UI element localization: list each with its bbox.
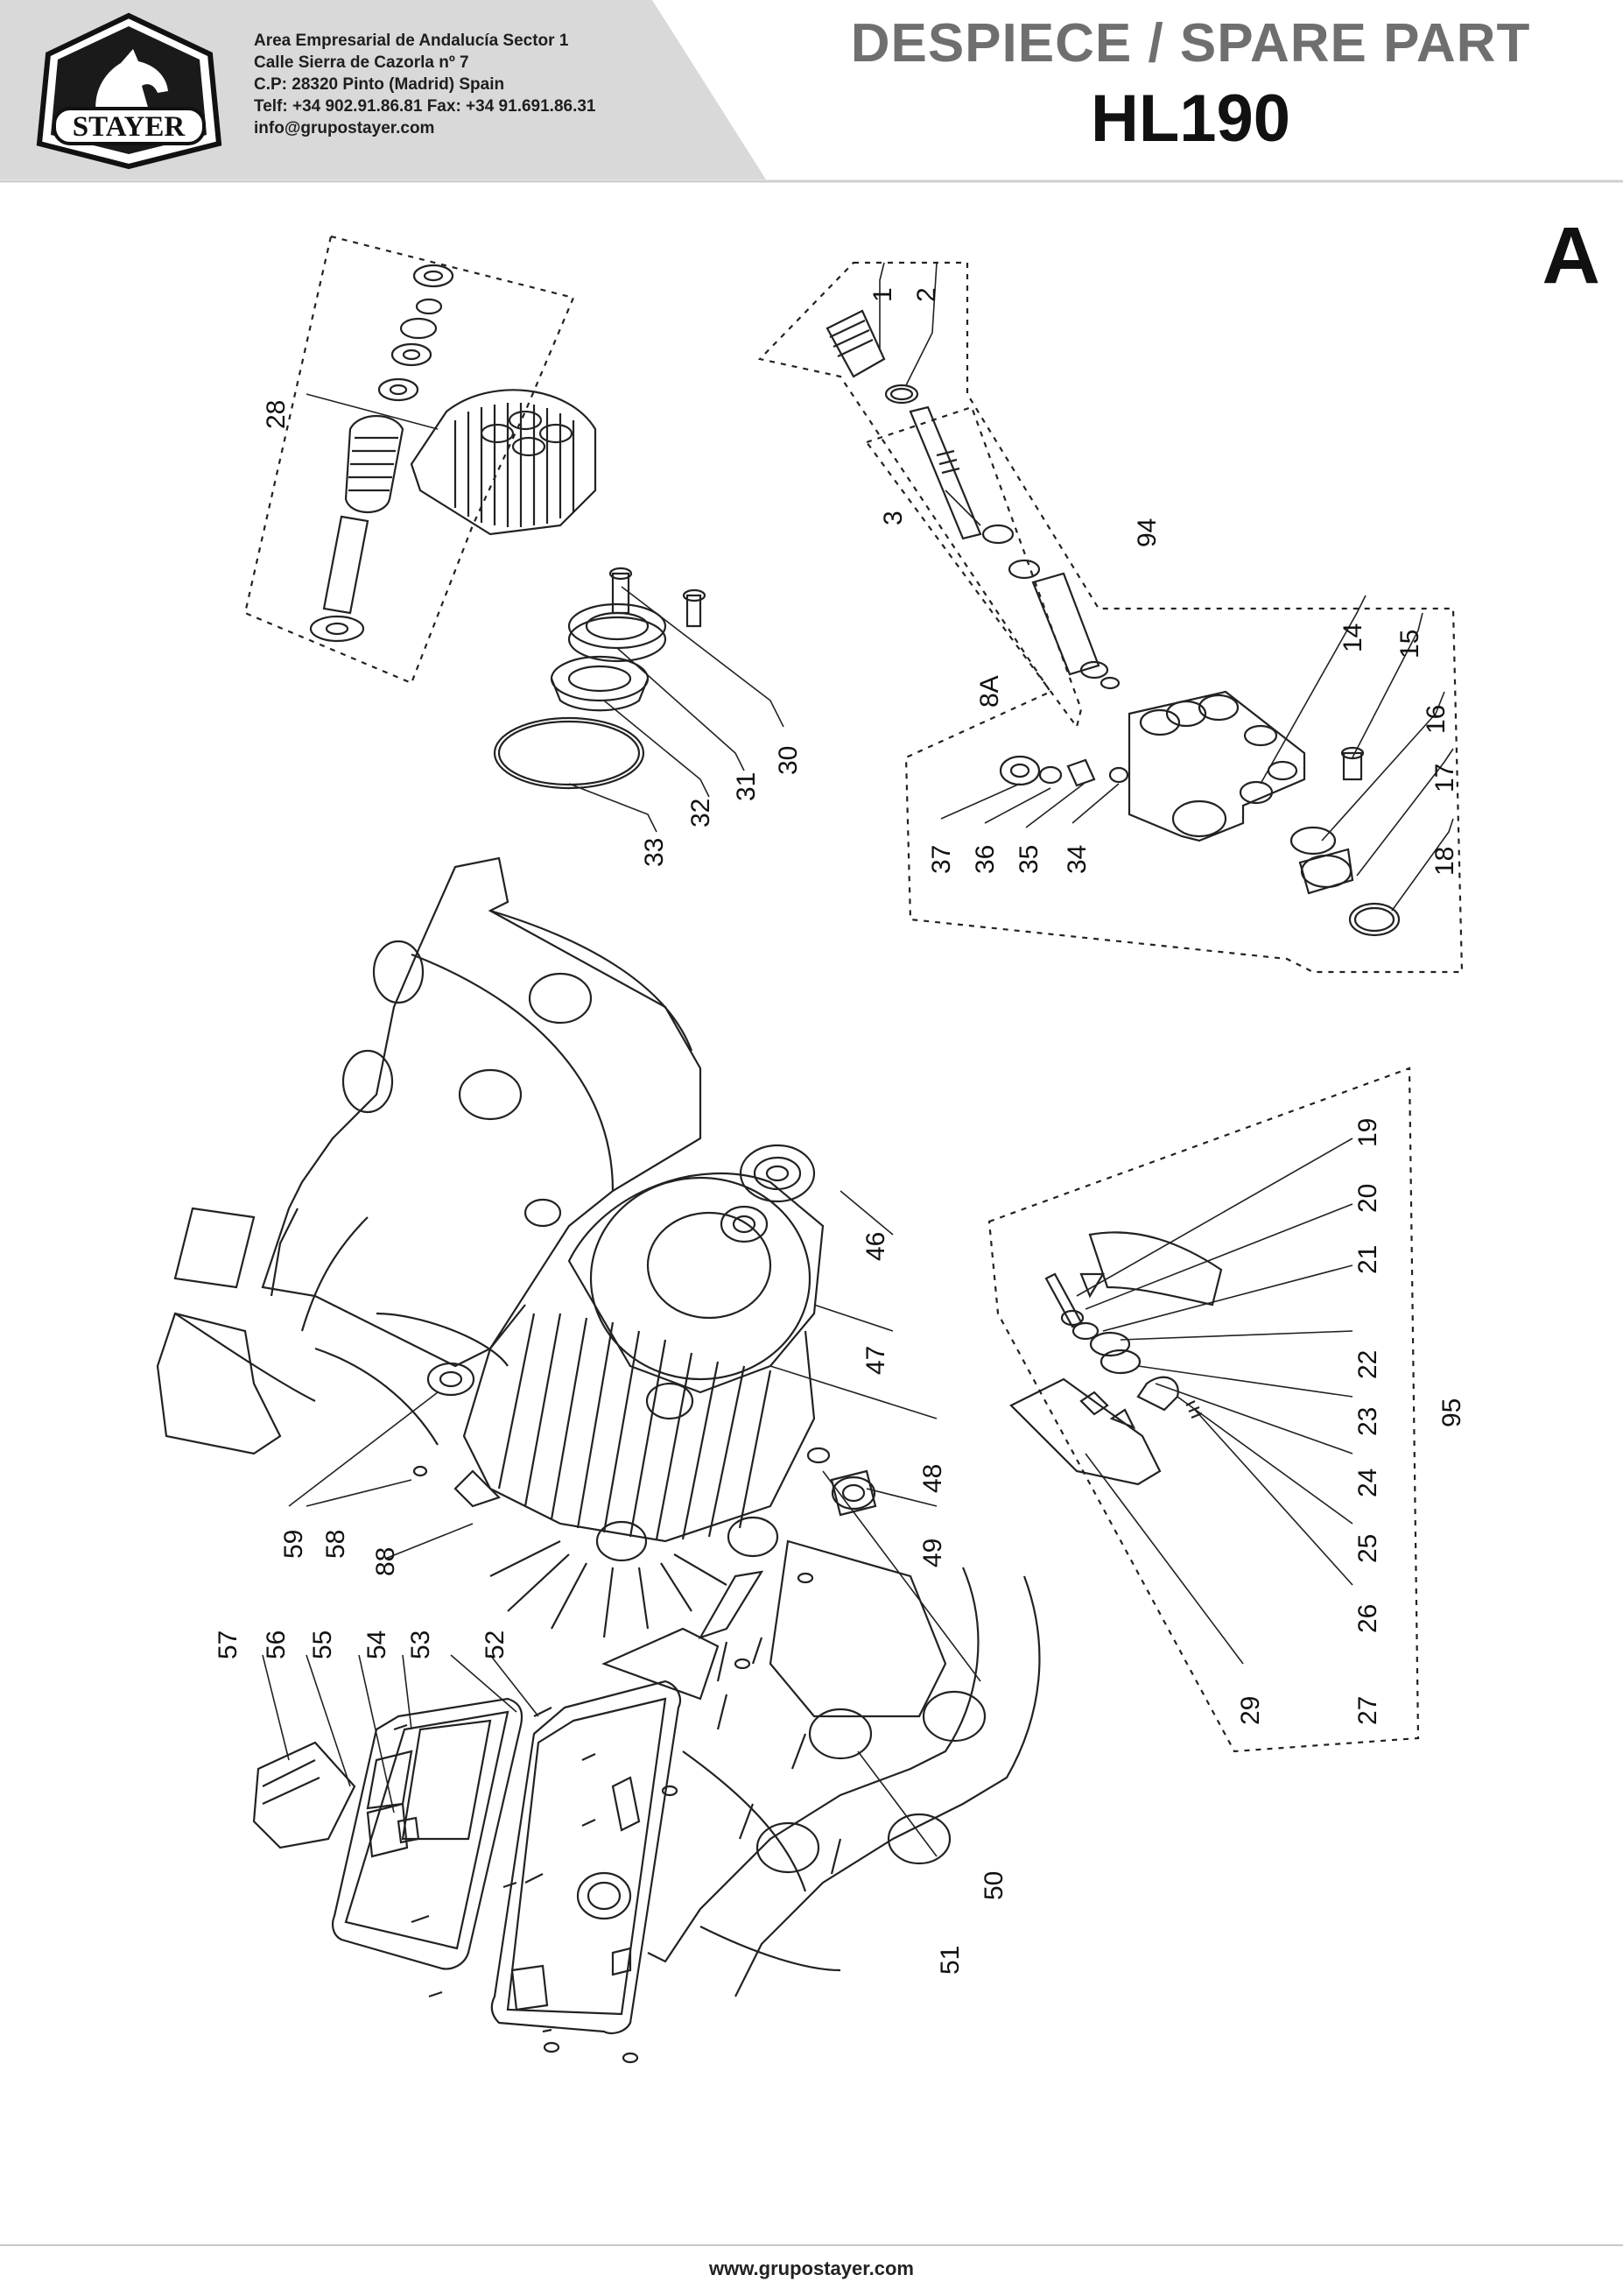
part-label-53: 53 (406, 1630, 435, 1659)
part-label-58: 58 (321, 1530, 350, 1559)
email-link[interactable]: info@grupostayer.com (254, 119, 435, 137)
part-label-55: 55 (308, 1630, 337, 1659)
part-label-88: 88 (371, 1547, 400, 1576)
part-label-94: 94 (1133, 518, 1162, 547)
address-line: Area Empresarial de Andalucía Sector 1 (254, 32, 569, 50)
address-line: Calle Sierra de Cazorla nº 7 (254, 53, 469, 72)
part-label-19: 19 (1353, 1118, 1382, 1147)
part-label-8a: 8A (975, 675, 1004, 708)
group-94-boundary (757, 261, 1464, 974)
part-label-3: 3 (879, 511, 908, 525)
part-label-30: 30 (774, 746, 803, 775)
brand-text: STAYER (73, 111, 186, 143)
part-label-14: 14 (1338, 623, 1367, 652)
part-label-57: 57 (214, 1630, 242, 1659)
address-line: Telf: +34 902.91.86.81 Fax: +34 91.691.8… (254, 97, 596, 116)
part-label-29: 29 (1236, 1696, 1265, 1725)
part-label-50: 50 (980, 1871, 1008, 1900)
part-label-36: 36 (971, 845, 1000, 874)
part-label-51: 51 (936, 1946, 965, 1975)
part-label-24: 24 (1353, 1468, 1382, 1497)
footer-divider (0, 2244, 1623, 2246)
part-label-18: 18 (1430, 847, 1459, 876)
part-label-23: 23 (1353, 1407, 1382, 1436)
part-label-35: 35 (1015, 845, 1043, 874)
part-label-47: 47 (861, 1346, 890, 1375)
part-label-48: 48 (918, 1464, 947, 1493)
part-label-33: 33 (640, 838, 669, 867)
stayer-logo: STAYER (36, 12, 222, 170)
part-label-95: 95 (1437, 1398, 1466, 1427)
part-label-56: 56 (262, 1630, 291, 1659)
address-line: C.P: 28320 Pinto (Madrid) Spain (254, 75, 505, 94)
part-label-59: 59 (279, 1530, 308, 1559)
part-label-54: 54 (362, 1630, 391, 1659)
footer-website-link[interactable]: www.grupostayer.com (709, 2257, 914, 2279)
part-label-49: 49 (918, 1539, 947, 1567)
part-label-28: 28 (262, 400, 291, 429)
part-label-34: 34 (1063, 845, 1092, 874)
part-label-31: 31 (732, 772, 761, 801)
part-label-26: 26 (1353, 1604, 1382, 1633)
sheet-letter: A (1542, 211, 1600, 300)
part-label-25: 25 (1353, 1534, 1382, 1563)
part-label-21: 21 (1353, 1245, 1382, 1274)
part-label-46: 46 (861, 1232, 890, 1261)
part-label-20: 20 (1353, 1184, 1382, 1213)
company-address: Area Empresarial de Andalucía Sector 1 C… (254, 30, 596, 139)
group-28-boundary (243, 235, 575, 685)
part-label-32: 32 (686, 799, 715, 828)
part-label-1: 1 (868, 287, 897, 302)
part-label-52: 52 (481, 1630, 509, 1659)
part-label-27: 27 (1353, 1696, 1382, 1725)
part-label-15: 15 (1395, 630, 1424, 659)
document-title: DESPIECE / SPARE PART (850, 13, 1531, 74)
horse-icon (95, 49, 168, 116)
part-label-17: 17 (1430, 764, 1459, 792)
group-95-boundary (987, 1067, 1420, 1753)
part-label-2: 2 (912, 287, 941, 302)
part-label-37: 37 (927, 845, 956, 874)
part-label-16: 16 (1422, 705, 1451, 734)
model-number: HL190 (1090, 81, 1291, 156)
part-label-22: 22 (1353, 1350, 1382, 1379)
